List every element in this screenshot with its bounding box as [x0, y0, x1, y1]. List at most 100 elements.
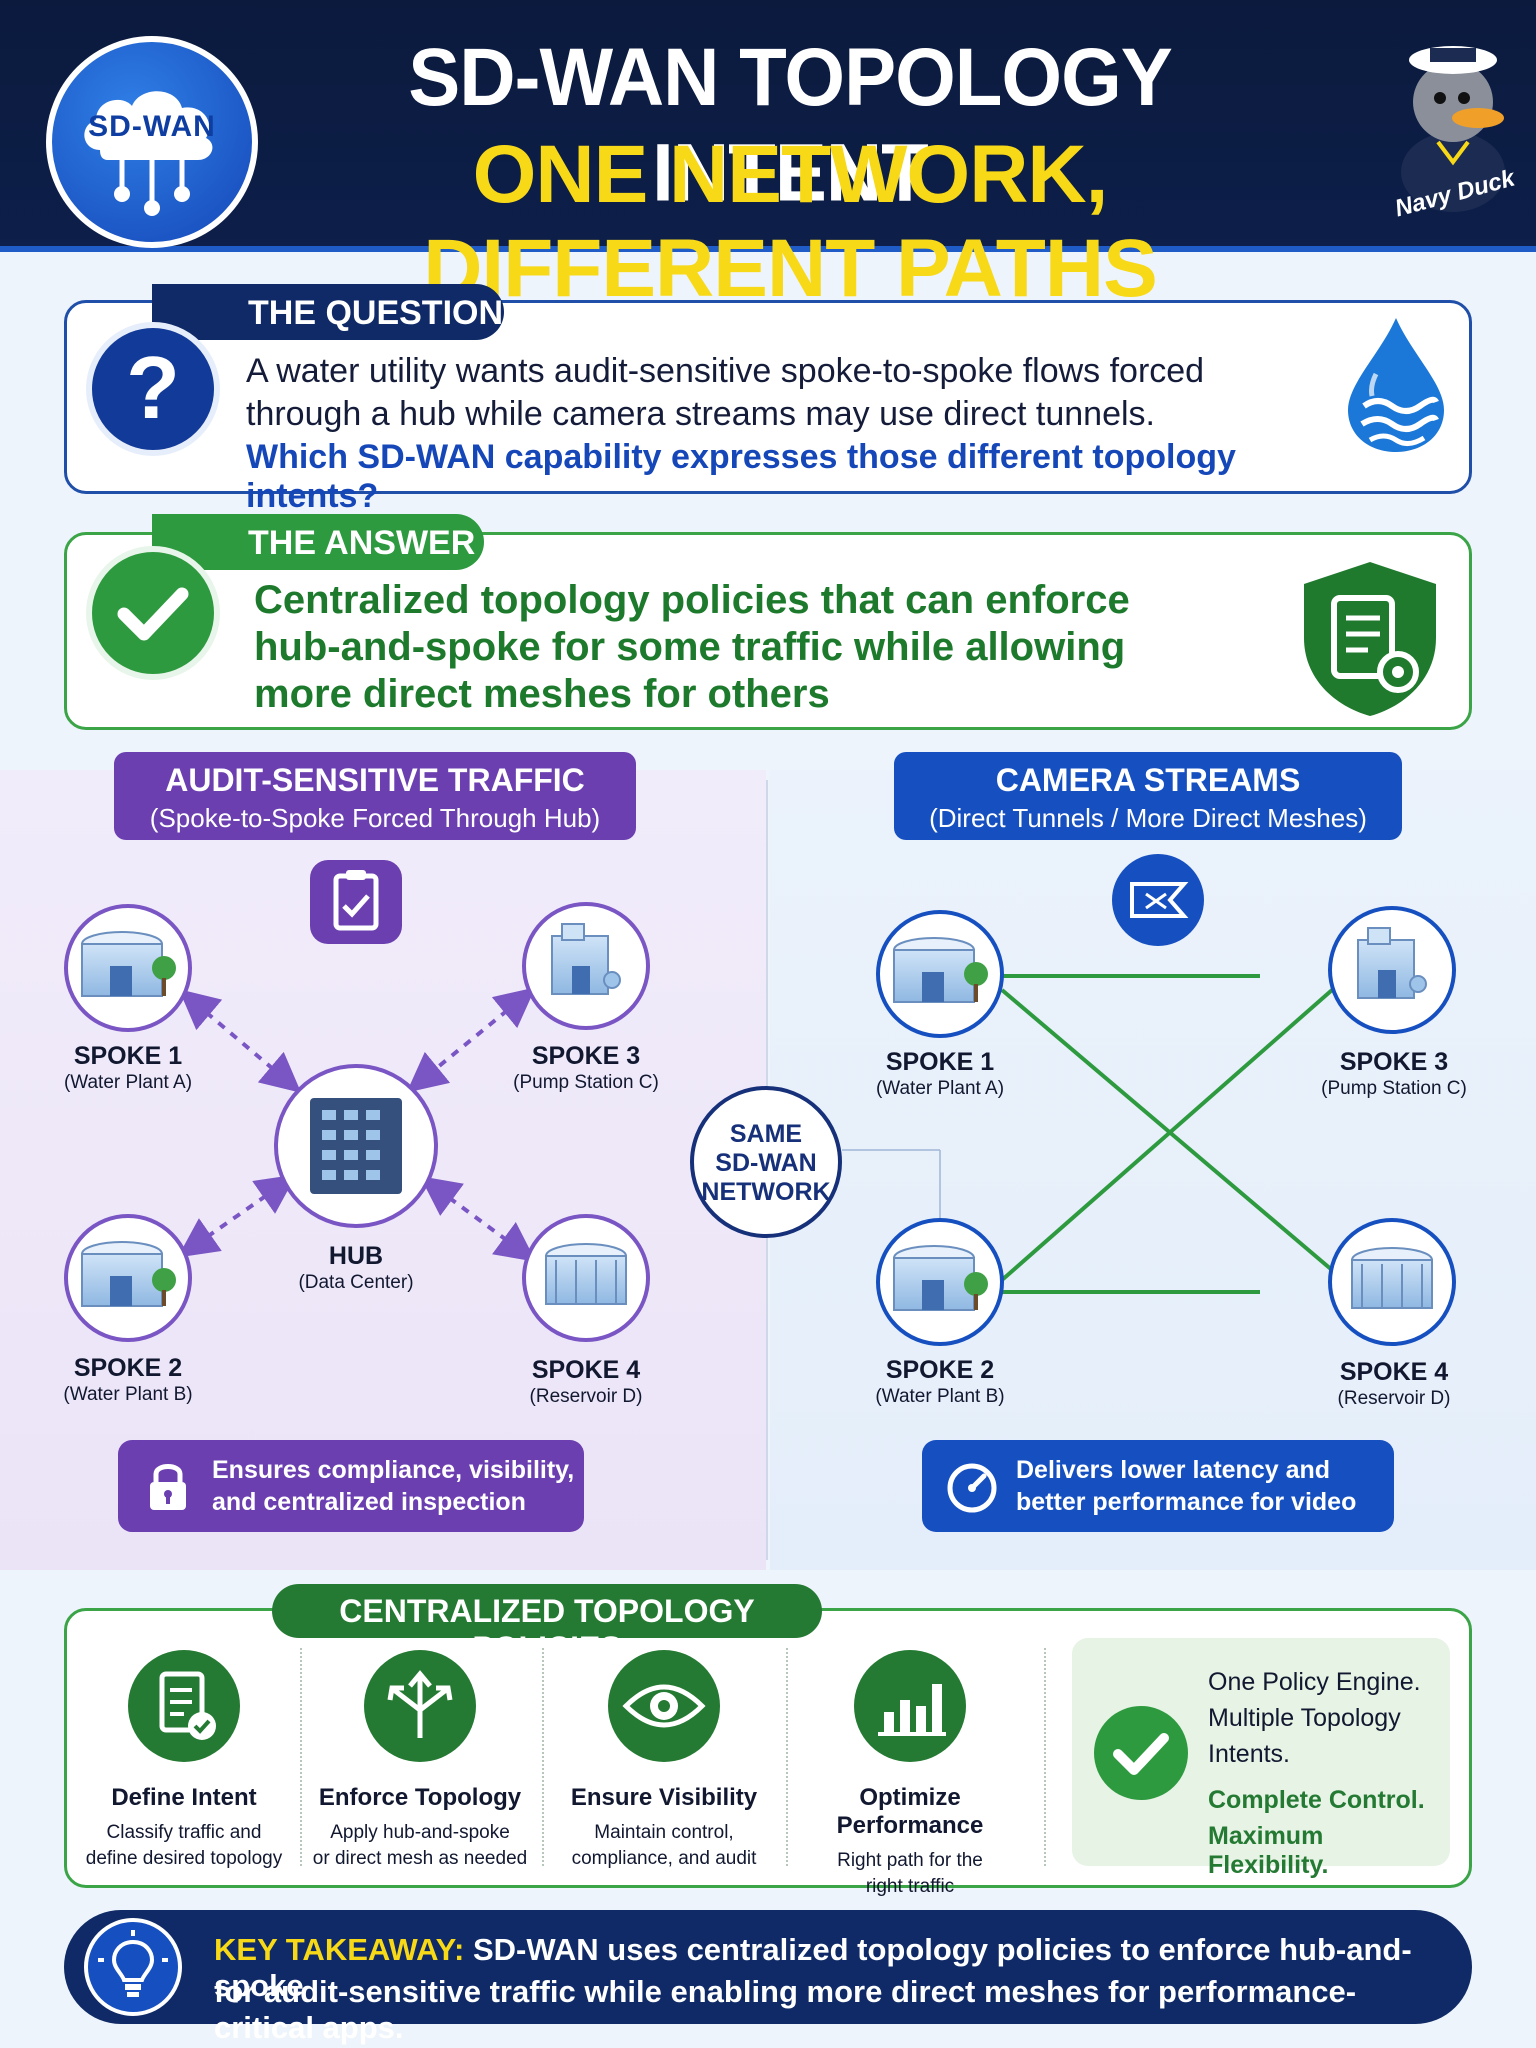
left-spoke1-sub: (Water Plant A) — [63, 1072, 193, 1093]
same-network-line-1: SAME — [729, 1120, 803, 1148]
checklist-icon — [128, 1650, 240, 1762]
question-line-3: Which SD-WAN capability expresses those … — [246, 438, 1236, 515]
policy-optimize-performance: Optimize Performance Right path for the … — [790, 1650, 1030, 1900]
speedometer-icon — [947, 1463, 997, 1513]
left-spoke1-label: SPOKE 1 — [73, 1042, 183, 1070]
camera-streams-header: CAMERA STREAMS (Direct Tunnels / More Di… — [894, 752, 1402, 840]
spoke1-node — [64, 904, 192, 1032]
key-takeaway-banner — [64, 1910, 1472, 2024]
spoke3-hub-link — [406, 987, 536, 1093]
answer-line-1: Centralized topology policies that can e… — [254, 578, 1130, 622]
audit-traffic-header: AUDIT-SENSITIVE TRAFFIC (Spoke-to-Spoke … — [114, 752, 636, 840]
summary-line-2: Multiple Topology — [1208, 1704, 1401, 1732]
summary-line-1: One Policy Engine. — [1208, 1668, 1421, 1696]
spoke4-hub-link — [419, 1176, 537, 1262]
question-line-2: through a hub while camera streams may u… — [246, 395, 1156, 433]
question-line-1: A water utility wants audit-sensitive sp… — [246, 352, 1205, 390]
summary-check-icon — [1094, 1706, 1188, 1800]
question-label: THE QUESTION — [152, 284, 504, 340]
right-spoke4-label: SPOKE 4 — [1339, 1358, 1449, 1386]
answer-check-icon — [86, 546, 220, 680]
right-spoke1-label: SPOKE 1 — [885, 1048, 995, 1076]
same-network-line-2: SD-WAN — [715, 1149, 817, 1177]
policy-separator — [1044, 1648, 1046, 1866]
spoke2-hub-link — [177, 1174, 297, 1258]
hub-node — [274, 1064, 438, 1228]
performance-benefit-line-1: Delivers lower latency and — [1016, 1456, 1331, 1484]
audit-traffic-title: AUDIT-SENSITIVE TRAFFIC — [165, 762, 585, 798]
right-spoke1-sub: (Water Plant A) — [875, 1078, 1005, 1099]
eye-icon — [608, 1650, 720, 1762]
takeaway-line-1: KEY TAKEAWAY: SD-WAN uses centralized to… — [214, 1932, 1454, 2004]
right-spoke4-node — [1328, 1218, 1456, 1346]
policy-ensure-visibility-desc-2: compliance, and audit — [571, 1848, 757, 1869]
hub-sub: (Data Center) — [298, 1272, 414, 1293]
compliance-benefit: Ensures compliance, visibility, and cent… — [118, 1440, 584, 1532]
hub-and-spoke-diagram — [64, 860, 650, 1342]
right-spoke3-node — [1328, 906, 1456, 1034]
policy-define-intent-title: Define Intent — [111, 1784, 257, 1811]
policy-enforce-topology-desc-1: Apply hub-and-spoke — [330, 1822, 510, 1843]
takeaway-line-2: for audit-sensitive traffic while enabli… — [214, 1974, 1357, 2045]
left-spoke2-sub: (Water Plant B) — [63, 1384, 193, 1405]
right-spoke4-sub: (Reservoir D) — [1337, 1388, 1451, 1409]
spoke2-node — [64, 1214, 192, 1342]
audit-traffic-subtitle: (Spoke-to-Spoke Forced Through Hub) — [149, 803, 601, 833]
branching-arrows-icon — [364, 1650, 476, 1762]
policies-title: CENTRALIZED TOPOLOGY POLICIES — [272, 1584, 822, 1666]
left-spoke4-label: SPOKE 4 — [531, 1356, 641, 1384]
camera-streams-subtitle: (Direct Tunnels / More Direct Meshes) — [929, 803, 1367, 833]
header-underline — [0, 246, 1536, 252]
clipboard-icon — [310, 860, 402, 944]
right-spoke3-sub: (Pump Station C) — [1321, 1078, 1467, 1099]
policy-separator — [300, 1648, 302, 1866]
answer-line-3: more direct meshes for others — [254, 672, 830, 716]
performance-benefit: Delivers lower latency and better perfor… — [922, 1440, 1394, 1532]
performance-benefit-line-2: better performance for video — [1016, 1488, 1357, 1516]
policy-ensure-visibility-title: Ensure Visibility — [570, 1784, 758, 1811]
summary-line-4: Complete Control. — [1208, 1786, 1425, 1814]
page-title: SD-WAN TOPOLOGY INTENT — [408, 30, 1173, 219]
policy-define-intent: Define Intent Classify traffic and defin… — [64, 1650, 304, 1872]
video-camera-icon — [1112, 854, 1204, 946]
lightbulb-icon — [84, 1918, 182, 2016]
right-spoke2-node — [876, 1218, 1004, 1346]
same-network-line-3: NETWORK — [701, 1178, 831, 1206]
spoke4-node — [522, 1214, 650, 1342]
cloud-network-icon — [84, 91, 213, 216]
policy-optimize-performance-desc-2: right traffic — [865, 1876, 955, 1897]
page-subtitle: ONE NETWORK, DIFFERENT PATHS — [423, 129, 1158, 314]
bar-chart-icon — [854, 1650, 966, 1762]
left-spoke3-label: SPOKE 3 — [531, 1042, 641, 1070]
left-spoke2-label: SPOKE 2 — [73, 1354, 183, 1382]
hub-label: HUB — [328, 1242, 384, 1270]
camera-streams-title: CAMERA STREAMS — [995, 762, 1301, 798]
policy-separator — [786, 1648, 788, 1866]
policy-separator — [542, 1648, 544, 1866]
policy-optimize-performance-title: Optimize Performance — [836, 1784, 984, 1839]
policy-enforce-topology-title: Enforce Topology — [318, 1784, 522, 1811]
summary-line-5: Maximum Flexibility. — [1208, 1822, 1329, 1879]
policy-optimize-performance-desc-1: Right path for the — [837, 1850, 983, 1871]
policy-define-intent-desc-2: define desired topology — [85, 1848, 283, 1869]
right-spoke1-node — [876, 910, 1004, 1038]
policy-ensure-visibility: Ensure Visibility Maintain control, comp… — [544, 1650, 784, 1872]
left-spoke3-sub: (Pump Station C) — [513, 1072, 659, 1093]
takeaway-label: KEY TAKEAWAY: — [214, 1932, 465, 1967]
answer-line-2: hub-and-spoke for some traffic while all… — [254, 625, 1126, 669]
compliance-benefit-line-2: and centralized inspection — [212, 1488, 526, 1516]
spoke2-spoke3-tunnel — [1000, 988, 1334, 1282]
left-spoke4-sub: (Reservoir D) — [529, 1386, 643, 1407]
right-spoke3-label: SPOKE 3 — [1339, 1048, 1449, 1076]
right-spoke2-sub: (Water Plant B) — [875, 1386, 1005, 1407]
sdwan-logo — [46, 36, 258, 248]
policy-enforce-topology-desc-2: or direct mesh as needed — [312, 1848, 528, 1869]
compliance-benefit-line-1: Ensures compliance, visibility, — [212, 1456, 575, 1484]
direct-mesh-diagram — [842, 854, 1456, 1346]
spoke1-spoke4-tunnel — [1000, 988, 1334, 1272]
answer-label: THE ANSWER — [152, 514, 484, 570]
same-network-badge: SAME SD-WAN NETWORK — [690, 1086, 842, 1238]
policy-shield-icon — [1304, 562, 1436, 716]
policy-ensure-visibility-desc-1: Maintain control, — [594, 1822, 734, 1843]
right-spoke2-label: SPOKE 2 — [885, 1356, 995, 1384]
